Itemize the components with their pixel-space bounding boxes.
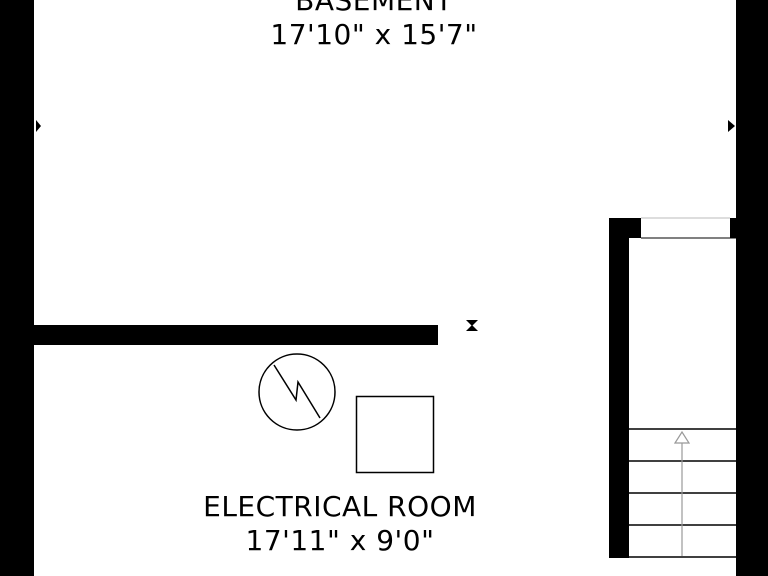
room-dimensions: 17'10" x 15'7" [270, 18, 478, 52]
room-dimensions: 17'11" x 9'0" [245, 524, 435, 558]
equipment-box [355, 395, 435, 474]
electrical-panel-icon [258, 353, 336, 431]
door-marker-icon [466, 320, 478, 331]
right-wall [736, 0, 768, 576]
right-dimension-marker-icon [728, 120, 735, 132]
room-name: ELECTRICAL ROOM [203, 490, 477, 523]
stair-enclosure [609, 217, 736, 558]
left-wall [0, 0, 34, 576]
stair-arrow-icon [673, 430, 691, 556]
room-name: BASEMENT [295, 0, 453, 17]
room-label-electrical: ELECTRICAL ROOM 17'11" x 9'0" [180, 490, 500, 558]
interior-wall [34, 325, 438, 345]
left-dimension-marker-icon [36, 120, 41, 132]
room-label-basement: BASEMENT 17'10" x 15'7" [234, 0, 514, 52]
